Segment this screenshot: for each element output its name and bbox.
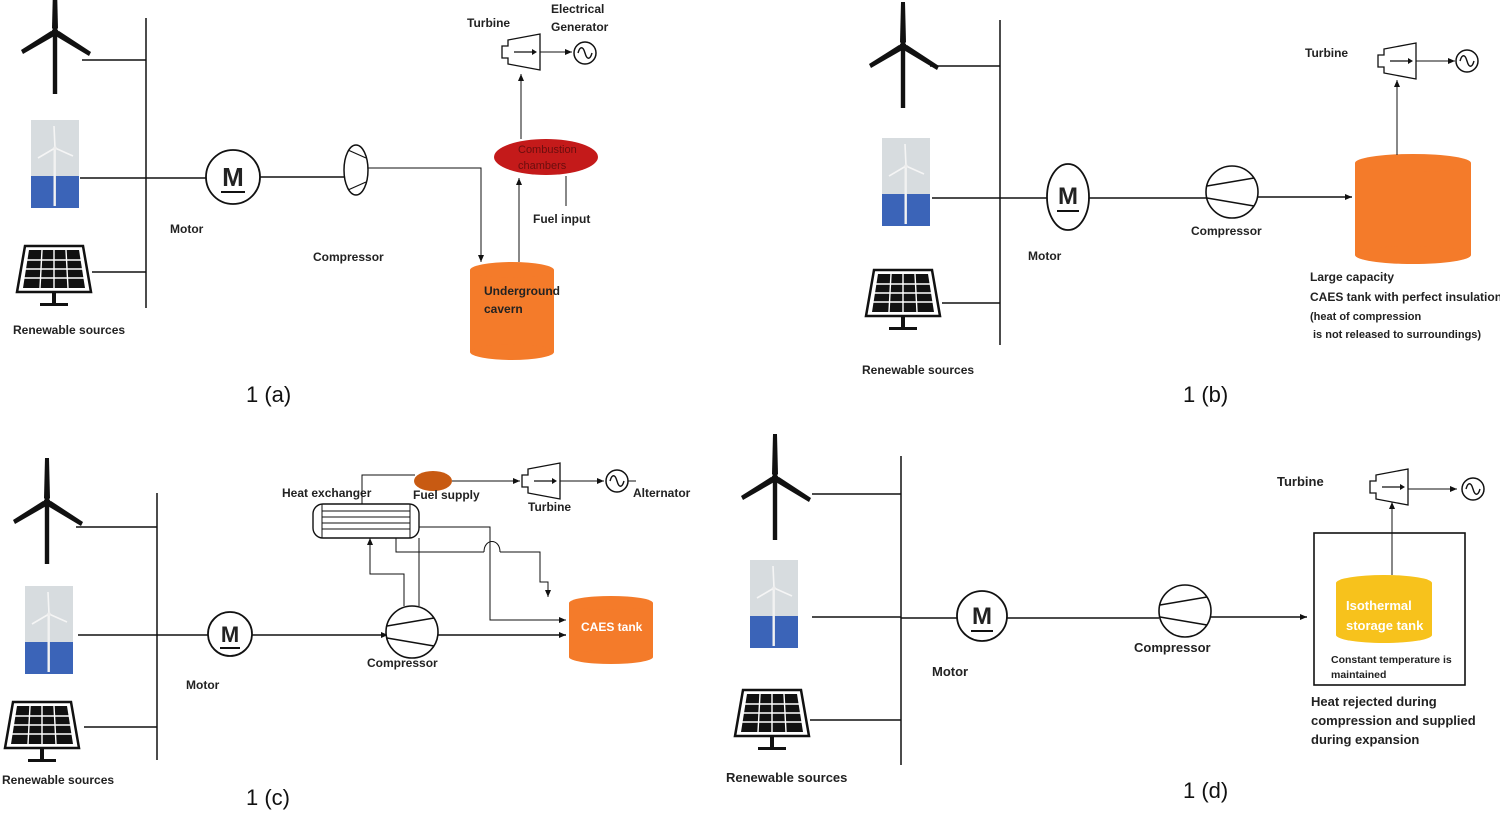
svg-text:Combustion: Combustion	[518, 144, 577, 156]
motor-label: Motor	[932, 664, 968, 679]
svg-text:maintained: maintained	[1331, 669, 1386, 681]
svg-text:Generator: Generator	[551, 20, 609, 34]
svg-text:M: M	[222, 162, 244, 192]
fuel-supply	[414, 471, 452, 491]
svg-text:Electrical: Electrical	[551, 2, 604, 16]
svg-text:Underground: Underground	[484, 284, 560, 298]
svg-text:CAES tank: CAES tank	[581, 620, 643, 634]
svg-text:during expansion: during expansion	[1311, 732, 1419, 747]
alternator-icon	[605, 469, 629, 493]
combustion-chamber: Combustion chambers	[494, 139, 598, 175]
solar-panel-icon	[15, 244, 93, 308]
offshore-wind-icon	[749, 559, 799, 649]
underground-cavern: Underground cavern	[470, 262, 560, 360]
generator-icon	[1461, 477, 1485, 501]
motor-label: Motor	[1028, 249, 1062, 263]
wind-turbine-icon	[21, 0, 91, 94]
turbine-label: Turbine	[467, 16, 510, 30]
panel-b: M Motor Compressor Turbine Large capacit…	[862, 2, 1500, 407]
caption-a: 1 (a)	[246, 382, 291, 407]
fuel-supply-label: Fuel supply	[413, 488, 480, 502]
turbine-icon	[1369, 468, 1409, 506]
alternator-label: Alternator	[633, 486, 691, 500]
renewables-label: Renewable sources	[2, 773, 114, 787]
svg-text:Large capacity: Large capacity	[1310, 270, 1394, 284]
svg-text:cavern: cavern	[484, 302, 523, 316]
motor: M	[205, 149, 261, 205]
heat-exchanger-label: Heat exchanger	[282, 486, 372, 500]
offshore-wind-icon	[24, 585, 74, 675]
isothermal-tank: Isothermal storage tank	[1336, 575, 1432, 643]
turbine-icon	[501, 33, 541, 71]
caes-tank	[1355, 154, 1471, 264]
svg-text:M: M	[1058, 183, 1078, 210]
svg-text:Heat rejected during: Heat rejected during	[1311, 694, 1437, 709]
svg-text:CAES tank with perfect insulat: CAES tank with perfect insulation	[1310, 290, 1500, 304]
compressor	[343, 144, 369, 196]
compressor-label: Compressor	[313, 250, 384, 264]
compressor-label: Compressor	[1134, 640, 1211, 655]
panel-c: M Motor Compressor CAES tank Heat exchan…	[2, 458, 691, 810]
motor: M	[207, 611, 253, 657]
compressor-label: Compressor	[1191, 224, 1262, 238]
renewables-label: Renewable sources	[862, 363, 974, 377]
generator-icon	[1455, 49, 1479, 73]
compressor-icon	[1158, 584, 1212, 638]
svg-text:M: M	[221, 622, 239, 647]
fuel-input-label: Fuel input	[533, 212, 590, 226]
caption-b: 1 (b)	[1183, 382, 1228, 407]
svg-text:is not released to surrounding: is not released to surroundings)	[1313, 329, 1481, 341]
motor-label: Motor	[170, 222, 204, 236]
motor-label: Motor	[186, 678, 220, 692]
renewables-label: Renewable sources	[13, 323, 125, 337]
turbine-icon	[1377, 42, 1417, 80]
wind-turbine-icon	[741, 434, 811, 540]
wind-turbine-icon	[13, 458, 83, 564]
generator-icon	[573, 41, 597, 65]
svg-text:Isothermal: Isothermal	[1346, 598, 1412, 613]
turbine-label: Turbine	[528, 500, 571, 514]
svg-text:compression and supplied: compression and supplied	[1311, 713, 1476, 728]
panel-d: M Motor Compressor Isothermal storage ta…	[726, 434, 1485, 803]
svg-text:storage tank: storage tank	[1346, 618, 1424, 633]
heat-exchanger	[312, 503, 420, 539]
caes-tank: CAES tank	[569, 596, 653, 664]
motor: M	[1046, 163, 1090, 231]
panel-a: M Motor Compressor Underground cavern Co…	[13, 0, 609, 407]
motor: M	[956, 590, 1008, 642]
solar-panel-icon	[3, 700, 81, 764]
offshore-wind-icon	[881, 137, 931, 227]
turbine-label: Turbine	[1277, 474, 1324, 489]
compressor-icon	[1205, 165, 1259, 219]
offshore-wind-icon	[30, 119, 80, 209]
turbine-label: Turbine	[1305, 46, 1348, 60]
caption-d: 1 (d)	[1183, 778, 1228, 803]
compressor-label: Compressor	[367, 656, 438, 670]
isothermal-enclosure	[1313, 532, 1466, 686]
turbine-icon	[521, 462, 561, 500]
caption-c: 1 (c)	[246, 785, 290, 810]
solar-panel-icon	[864, 268, 942, 332]
wind-turbine-icon	[869, 2, 939, 108]
solar-panel-icon	[733, 688, 811, 752]
svg-text:chambers: chambers	[518, 160, 567, 172]
svg-text:Constant temperature is: Constant temperature is	[1331, 654, 1452, 666]
renewables-label: Renewable sources	[726, 770, 847, 785]
compressor-icon	[385, 605, 439, 659]
svg-text:(heat of compression: (heat of compression	[1310, 311, 1422, 323]
svg-text:M: M	[972, 603, 992, 630]
